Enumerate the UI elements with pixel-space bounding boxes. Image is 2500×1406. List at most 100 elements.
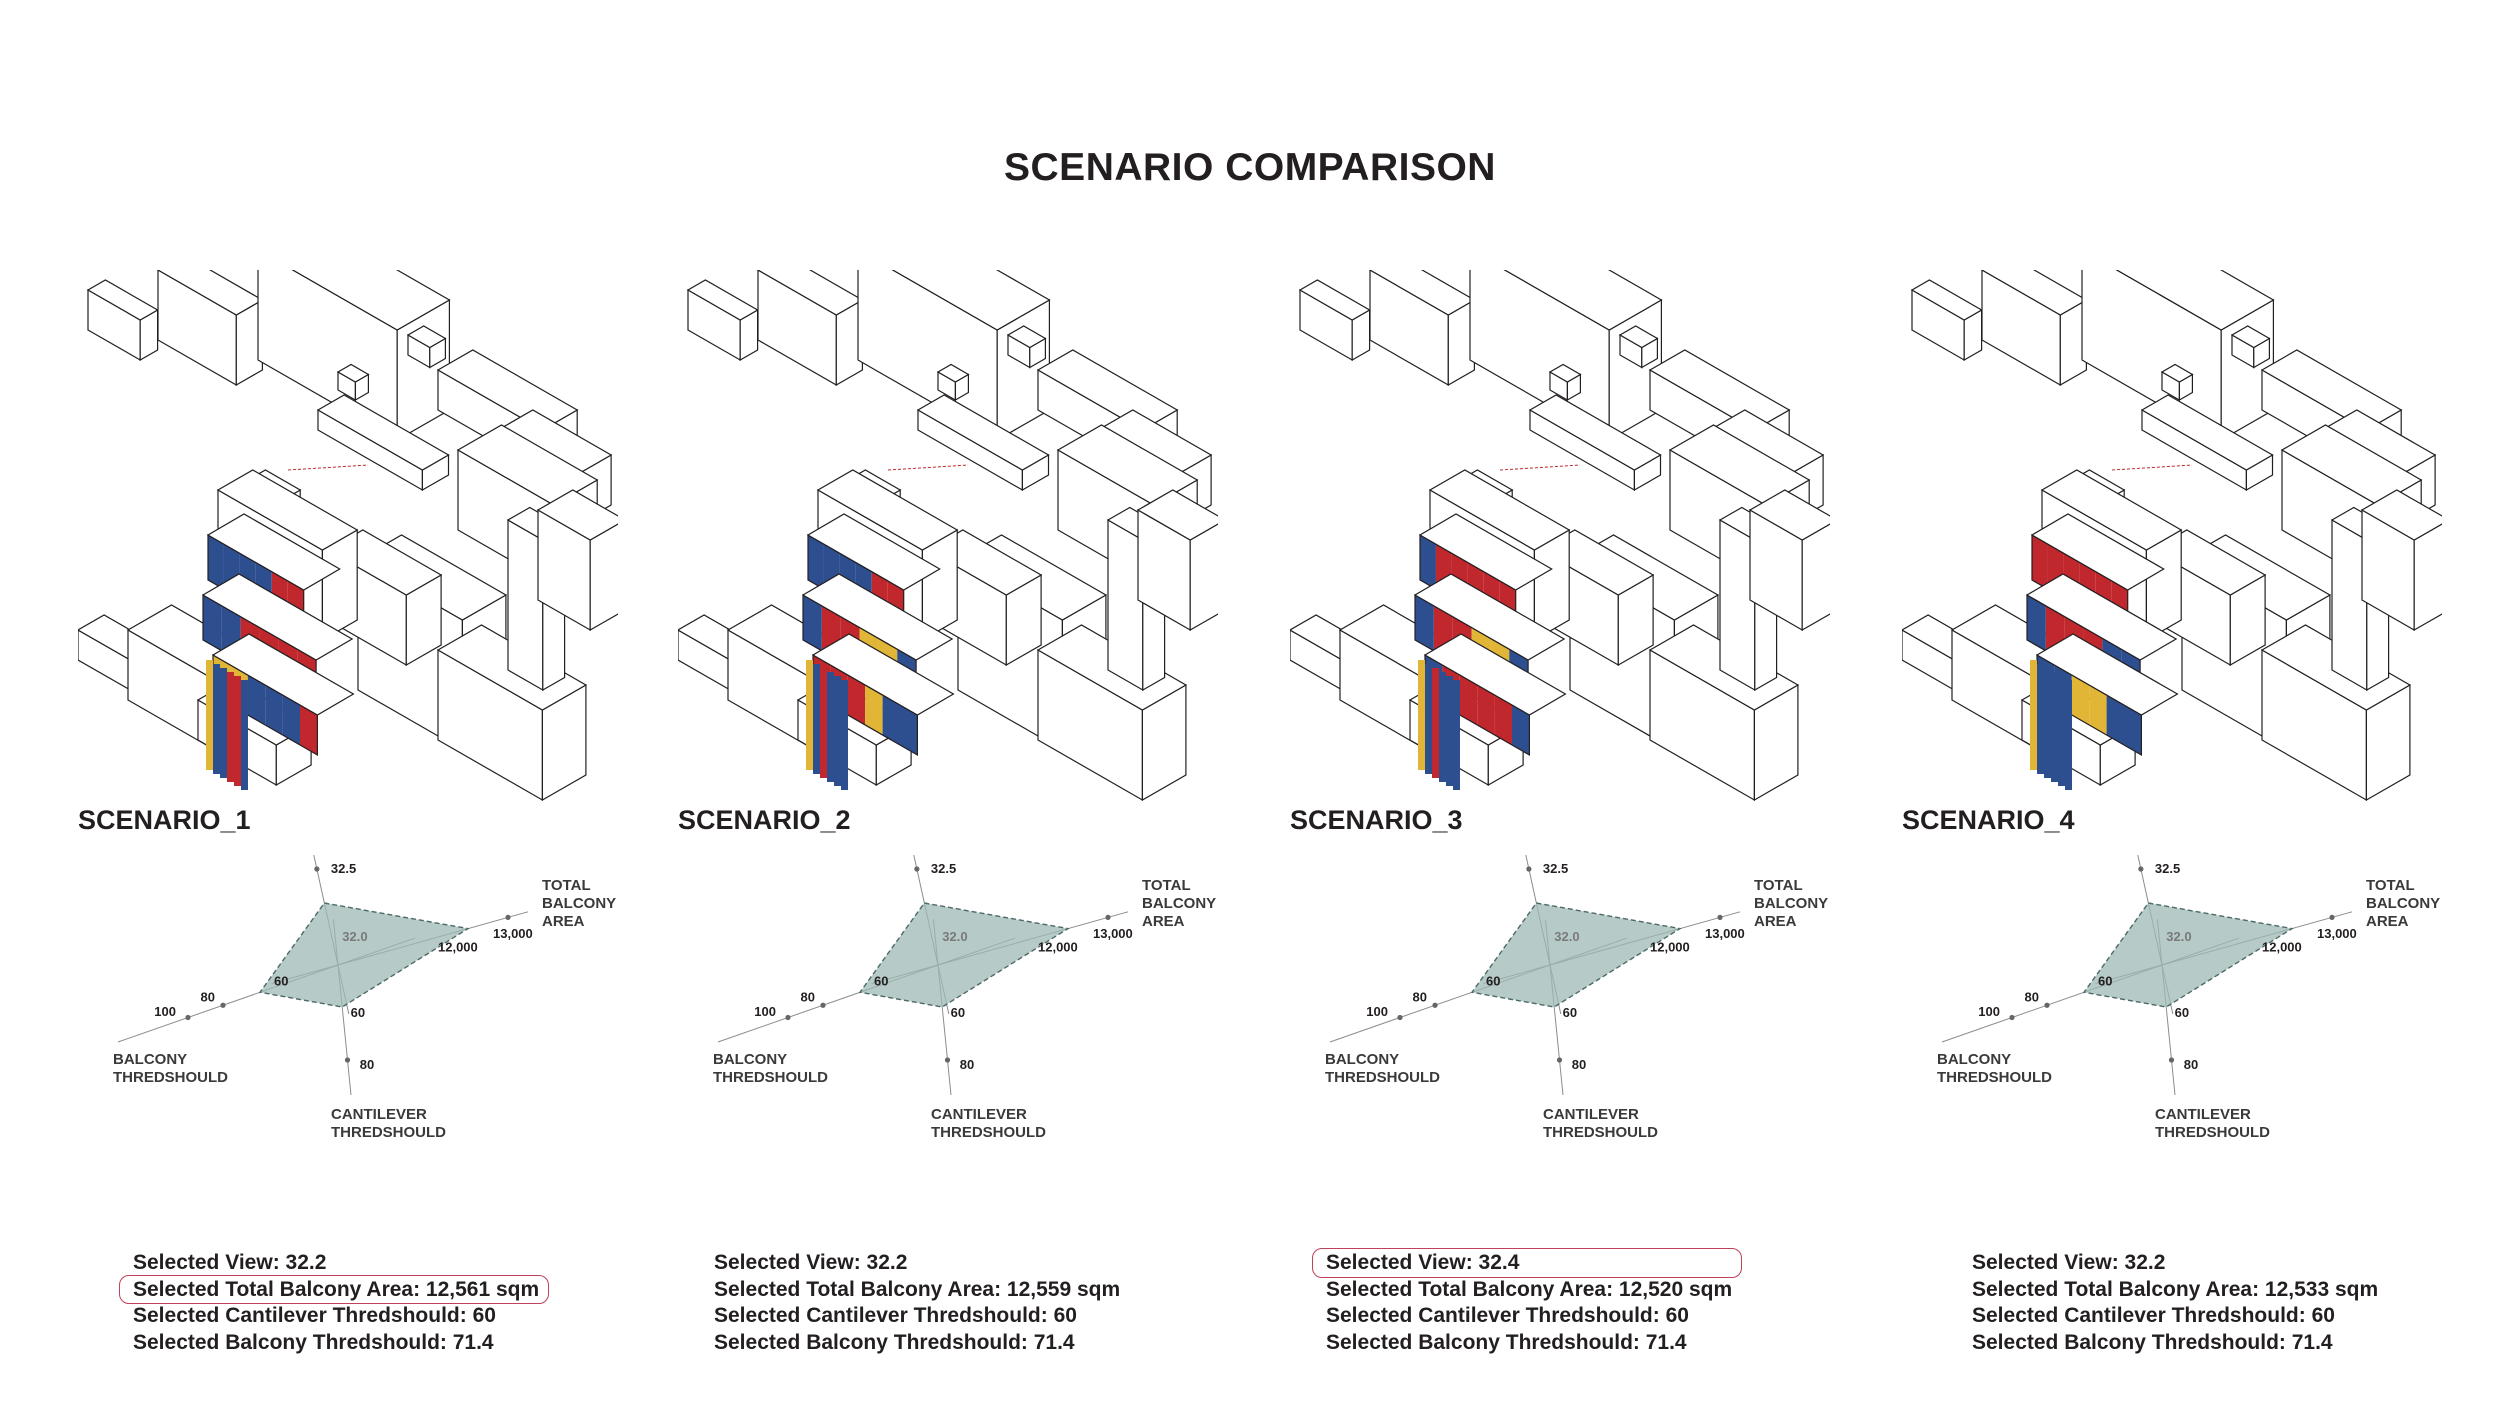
axis-label-area: BALCONY [2366, 895, 2440, 912]
radar-shape [258, 902, 470, 1008]
balcony-block [865, 685, 883, 735]
building-roof [1006, 325, 1047, 349]
tick-dot [344, 1057, 351, 1063]
axis-label-area: BALCONY [1754, 895, 1828, 912]
axis-label-cantilever: CANTILEVER [2155, 1106, 2251, 1123]
balcony-blocks [201, 464, 369, 790]
building-roof [2160, 363, 2194, 383]
balcony-block-top [211, 633, 355, 716]
axis-label-cantilever: THREDSHOULD [2155, 1124, 2270, 1141]
facade-strip [220, 668, 227, 778]
facade-strip [1453, 680, 1460, 790]
tick-dot [2009, 1014, 2015, 1021]
tick-dot [1526, 866, 1532, 872]
stat-view: Selected View: 32.2 [1972, 1251, 2166, 1274]
tick-dot [1717, 914, 1723, 920]
building-roof [1503, 270, 1663, 331]
axis-label-area: AREA [1754, 913, 1797, 930]
radar-group: 32.532.013,00012,00010080606080AVERAGEVI… [1325, 855, 1828, 1141]
facade-strip [2058, 676, 2065, 786]
building-roof [291, 270, 451, 331]
building-face [1801, 523, 1830, 632]
tick-label: 60 [1563, 1005, 1577, 1020]
scenario-label: SCENARIO_4 [1902, 805, 2075, 835]
balcony-block [2124, 705, 2142, 755]
balcony-blocks [2025, 464, 2193, 790]
facade-strip [813, 664, 820, 774]
tick-dot [314, 866, 320, 872]
axis-label-cantilever: THREDSHOULD [931, 1124, 1046, 1141]
stat-view: Selected View: 32.4 [1311, 1248, 1743, 1277]
facade-strip [2051, 672, 2058, 782]
facade-strip [2037, 664, 2044, 774]
stat-balcony-area: Selected Total Balcony Area: 12,559 sqm [714, 1277, 1121, 1301]
tick-label: 80 [2025, 989, 2039, 1004]
balcony-block [265, 685, 283, 735]
tick-label: 60 [951, 1005, 965, 1020]
building-roof [1548, 363, 1582, 383]
balcony-block [282, 695, 300, 745]
stat-cantilever: Selected Cantilever Thredshould: 60 [1972, 1304, 2335, 1327]
axis-label-balcony: BALCONY [113, 1051, 187, 1068]
building-roof [2230, 325, 2271, 349]
facade-strip [241, 680, 248, 790]
building-roof [336, 363, 370, 383]
tick-dot [2329, 914, 2335, 920]
axis-label-cantilever: CANTILEVER [1543, 1106, 1639, 1123]
axis-label-area: TOTAL [542, 877, 591, 894]
axis-label-area: AREA [542, 913, 585, 930]
balcony-block-top [206, 513, 341, 591]
building-roof [536, 489, 618, 541]
scenario-label: SCENARIO_2 [678, 805, 851, 835]
tick-label: 80 [2184, 1057, 2198, 1072]
tick-label: 80 [201, 989, 215, 1004]
radar-group: 32.532.013,00012,00010080606080AVERAGEVI… [113, 855, 616, 1141]
building-roof [936, 363, 970, 383]
facade-strip [1425, 664, 1432, 774]
building-roof [2140, 394, 2274, 471]
axis-label-balcony: BALCONY [713, 1051, 787, 1068]
tick-label: 13,000 [1705, 926, 1745, 941]
balcony-block-top [2035, 633, 2179, 716]
tick-label: 13,000 [2317, 926, 2357, 941]
stat-view: Selected View: 32.2 [714, 1251, 908, 1274]
scenario-label: SCENARIO_3 [1290, 805, 1463, 835]
stats-block-1: Selected View: 32.2 Selected Total Balco… [118, 1250, 550, 1356]
stat-balcony-threshold: Selected Balcony Thredshould: 71.4 [1972, 1330, 2333, 1354]
balcony-block [1459, 675, 1478, 725]
city-context [678, 270, 1218, 802]
balcony-block-top [1413, 573, 1566, 661]
city-context [78, 270, 618, 802]
axis-label-balcony: BALCONY [1325, 1051, 1399, 1068]
balcony-block [203, 595, 222, 651]
tick-label: 32.5 [931, 861, 956, 876]
facade-strip [1418, 660, 1425, 770]
axis-label-area: AREA [1142, 913, 1185, 930]
tick-label: 13,000 [1093, 926, 1133, 941]
tick-dot [785, 1014, 791, 1021]
tick-label: 32.0 [1554, 929, 1579, 944]
tick-label: 60 [2175, 1005, 2189, 1020]
building-model-3 [1290, 270, 1830, 802]
tick-dot [2044, 1002, 2050, 1008]
balcony-block [2089, 685, 2107, 735]
tick-label: 80 [1572, 1057, 1586, 1072]
tick-label: 100 [154, 1004, 176, 1019]
balcony-block-top [1423, 633, 1567, 716]
tick-label: 32.0 [342, 929, 367, 944]
tick-dot [1397, 1014, 1403, 1021]
building-roof [1748, 489, 1830, 541]
red-marker-line [887, 464, 969, 471]
building-roof [1648, 349, 1791, 431]
building-roof [216, 469, 359, 551]
red-marker-line [1499, 464, 1581, 471]
balcony-block [847, 675, 866, 725]
building-roof [2115, 270, 2275, 331]
stat-cantilever: Selected Cantilever Thredshould: 60 [714, 1304, 1077, 1327]
radar-shape [1470, 902, 1682, 1008]
balcony-block [1420, 535, 1436, 590]
balcony-block-top [806, 513, 941, 591]
city-context [1902, 270, 2442, 802]
